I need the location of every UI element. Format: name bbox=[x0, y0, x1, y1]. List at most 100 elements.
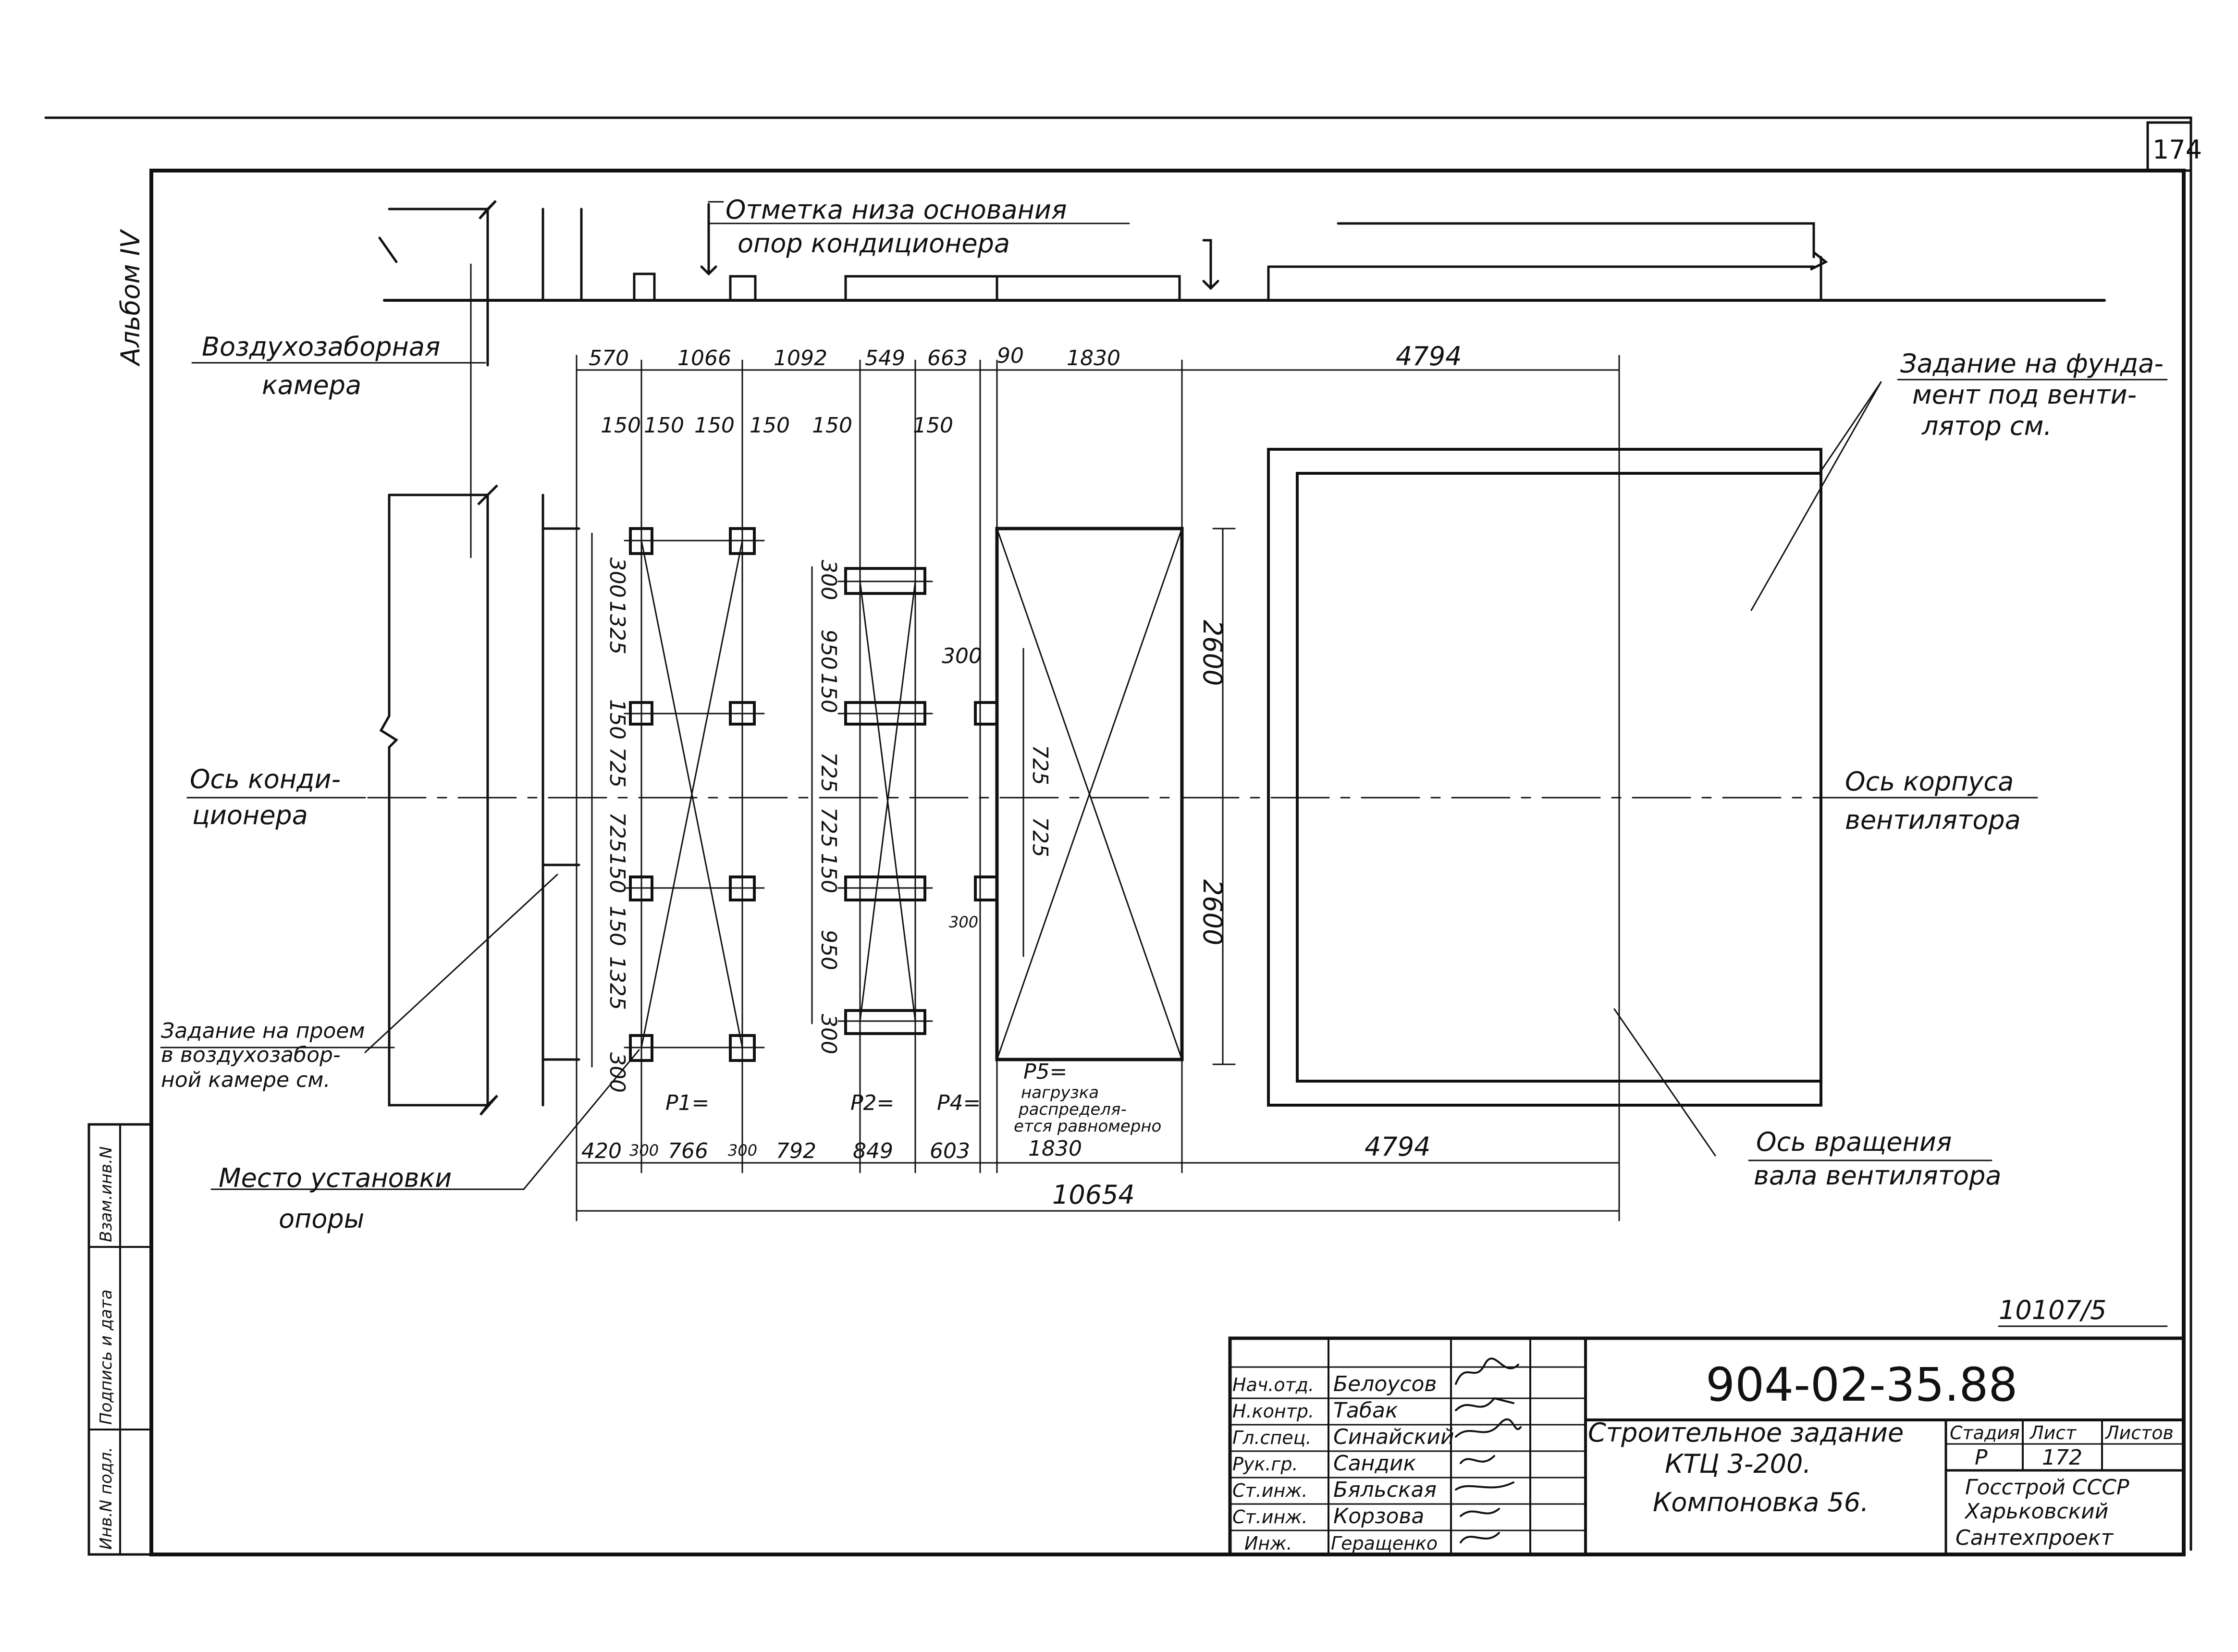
ac-axis-label-2: ционера bbox=[192, 800, 308, 830]
staff-name: Синайский bbox=[1333, 1425, 1454, 1449]
p5-note-4: ется равномерно bbox=[1014, 1117, 1161, 1136]
foundation-mark-note: Отметка низа основания bbox=[726, 195, 1067, 225]
opening-note-2: в воздухозабор- bbox=[161, 1043, 341, 1067]
fan-body-axis-label-2: вентилятора bbox=[1845, 805, 2021, 835]
dim-top-1092: 1092 bbox=[774, 346, 827, 370]
ac-axis-label: Ось конди- bbox=[190, 764, 341, 794]
air-intake-chamber bbox=[379, 263, 580, 1116]
support-cross-lines bbox=[624, 540, 933, 1048]
fan-foundation-note: Задание на фунда- bbox=[1900, 348, 2164, 379]
signatures bbox=[1455, 1357, 1522, 1543]
p5-note-2: нагрузка bbox=[1021, 1083, 1099, 1102]
dim-150-b: 150 bbox=[644, 413, 684, 438]
dim-bot-4794: 4794 bbox=[1365, 1132, 1430, 1162]
dim-top-90: 90 bbox=[997, 344, 1024, 368]
staff-name: Табак bbox=[1333, 1398, 1398, 1423]
title-block-frame bbox=[1228, 1325, 2186, 1556]
dim-v-150-c: 150 bbox=[605, 906, 629, 946]
org-name: Госстрой СССР bbox=[1965, 1475, 2129, 1500]
staff-name: Бяльская bbox=[1333, 1478, 1437, 1502]
foundation-mark-note-2: опор кондиционера bbox=[738, 228, 1010, 259]
dim-bot-1830: 1830 bbox=[1028, 1136, 1082, 1161]
dim-top-663: 663 bbox=[927, 346, 968, 370]
dim-150-c: 150 bbox=[694, 413, 735, 438]
sheet-header: Лист bbox=[2029, 1422, 2077, 1443]
side-stamp-inv: Инв.N подл. bbox=[97, 1447, 116, 1550]
dim-bot-849: 849 bbox=[853, 1139, 893, 1163]
fan-foundation-note-3: лятор см. bbox=[1921, 411, 2052, 441]
staff-role: Инж. bbox=[1244, 1533, 1292, 1554]
dim-v-1325-b: 1325 bbox=[605, 956, 629, 1010]
drawing-code: 904-02-35.88 bbox=[1706, 1358, 2018, 1412]
dim-v-150-e: 150 bbox=[816, 853, 841, 893]
drawing-title-2: КТЦ 3-200. bbox=[1665, 1449, 1811, 1479]
dim-v-950-a: 950 bbox=[816, 629, 841, 670]
sheet-frame bbox=[44, 116, 2192, 1556]
dim-150-f: 150 bbox=[913, 413, 953, 438]
dim-150-e: 150 bbox=[812, 413, 852, 438]
staff-role: Рук.гр. bbox=[1232, 1454, 1298, 1475]
sheets-header: Листов bbox=[2104, 1422, 2174, 1443]
dim-v-725-b: 725 bbox=[605, 812, 629, 852]
opening-note: Задание на проем bbox=[161, 1019, 365, 1043]
dim-300-right-a: 300 bbox=[942, 644, 982, 668]
dim-top-1066: 1066 bbox=[677, 346, 731, 370]
support-place-note: Место установки bbox=[219, 1163, 452, 1193]
stage-header: Стадия bbox=[1950, 1422, 2020, 1443]
dim-v-2600-a: 2600 bbox=[1197, 620, 1228, 686]
p5-note-3: распределя- bbox=[1018, 1100, 1127, 1119]
dim-v-300-c: 300 bbox=[816, 560, 841, 600]
dim-v-300-a: 300 bbox=[605, 557, 629, 598]
fan-foundation-note-2: мент под венти- bbox=[1912, 380, 2137, 410]
album-label: Альбом IV bbox=[115, 229, 146, 367]
dim-v-150-d: 150 bbox=[816, 673, 841, 713]
side-stamp-signature: Подпись и дата bbox=[97, 1289, 116, 1425]
staff-name: Сандик bbox=[1333, 1451, 1416, 1476]
dim-v-725-f: 725 bbox=[1028, 817, 1052, 857]
dim-top-549: 549 bbox=[865, 346, 905, 370]
p5-note: P5= bbox=[1023, 1060, 1067, 1084]
side-stamp-replace: Взам.инв.N bbox=[97, 1147, 116, 1242]
dim-top-570: 570 bbox=[589, 346, 629, 370]
dim-v-725-a: 725 bbox=[605, 747, 629, 788]
air-intake-label-2: камера bbox=[262, 370, 361, 400]
staff-name: Корзова bbox=[1333, 1504, 1424, 1529]
fan-foundation bbox=[1267, 381, 1882, 1157]
dim-bot-300-b: 300 bbox=[728, 1141, 757, 1159]
dim-v-150-a: 150 bbox=[605, 699, 629, 740]
dim-bot-792: 792 bbox=[776, 1139, 816, 1163]
dim-v-725-e: 725 bbox=[1028, 745, 1052, 785]
p4-label: P4= bbox=[937, 1091, 981, 1115]
archive-number: 10107/5 bbox=[1999, 1295, 2106, 1325]
dim-v-300-b: 300 bbox=[605, 1052, 629, 1093]
dim-total-10654: 10654 bbox=[1052, 1180, 1135, 1210]
dim-top-4794: 4794 bbox=[1396, 341, 1462, 371]
stage-value: Р bbox=[1975, 1445, 1988, 1470]
dim-v-150-b: 150 bbox=[605, 853, 629, 893]
dim-bot-603: 603 bbox=[930, 1139, 970, 1163]
org-name-2: Харьковский bbox=[1964, 1499, 2108, 1524]
dim-bot-766: 766 bbox=[668, 1139, 708, 1163]
shaft-axis-label: Ось вращения bbox=[1756, 1127, 1952, 1157]
dim-150-d: 150 bbox=[750, 413, 790, 438]
dim-bot-420: 420 bbox=[581, 1139, 622, 1163]
sheet-value: 172 bbox=[2042, 1445, 2082, 1470]
dim-v-725-d: 725 bbox=[816, 807, 841, 848]
dim-v-300-d: 300 bbox=[816, 1014, 841, 1054]
staff-role: Ст.инж. bbox=[1232, 1480, 1308, 1501]
staff-role: Н.контр. bbox=[1232, 1401, 1314, 1422]
dim-150-a: 150 bbox=[601, 413, 641, 438]
dim-top-1830: 1830 bbox=[1067, 346, 1120, 370]
opening-note-3: ной камере см. bbox=[161, 1068, 330, 1092]
page-number: 174 bbox=[2152, 135, 2202, 165]
staff-name: Геращенко bbox=[1331, 1533, 1438, 1554]
org-name-3: Сантехпроект bbox=[1955, 1526, 2114, 1550]
dim-v-725-c: 725 bbox=[816, 752, 841, 792]
fan-motor-frame bbox=[995, 527, 1184, 1061]
fan-body-axis-label: Ось корпуса bbox=[1845, 766, 2014, 797]
p2-label: P2= bbox=[850, 1091, 894, 1115]
dim-v-2600-b: 2600 bbox=[1197, 879, 1228, 945]
staff-role: Ст.инж. bbox=[1232, 1506, 1308, 1528]
dim-300-right-b: 300 bbox=[949, 913, 978, 931]
